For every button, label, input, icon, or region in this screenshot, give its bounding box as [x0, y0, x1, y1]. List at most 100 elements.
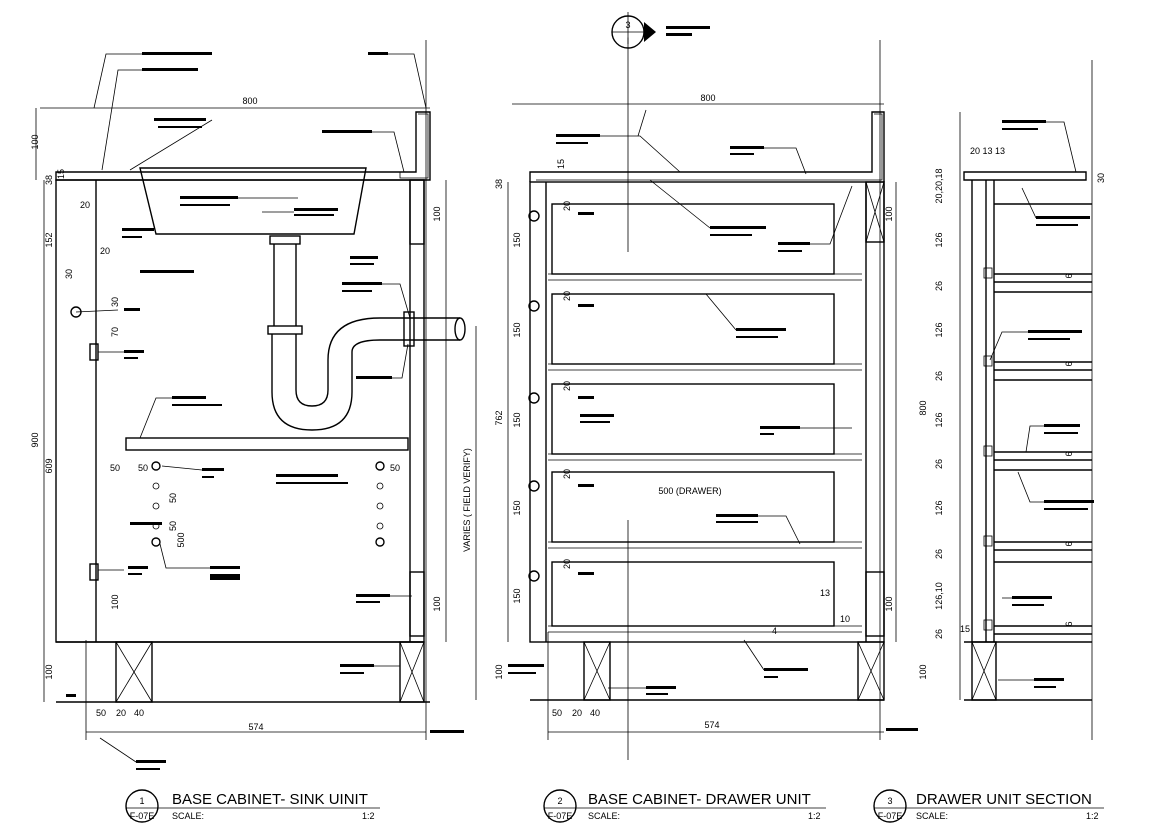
dim-20: 20: [562, 291, 572, 301]
drawer: [551, 471, 835, 543]
dim-15: 15: [556, 159, 566, 169]
dim-6: 6: [1064, 361, 1074, 366]
wall-outlet: [454, 317, 466, 341]
scale-value: 1:2: [808, 811, 821, 821]
countertop: [963, 171, 1087, 181]
kick-block: [971, 641, 997, 701]
dim-drawer-height: 150: [512, 322, 522, 337]
dim-126: 126: [934, 232, 944, 247]
scale-value: 1:2: [1086, 811, 1099, 821]
backsplash: [399, 113, 429, 179]
section-marker-sheet: I: [627, 36, 630, 46]
detail-title: BASE CABINET- DRAWER UNIT: [588, 791, 811, 808]
panel-drawer-section: 800 126 126 126 126 126,10 26 26 26 26 2…: [918, 60, 1106, 740]
dim-countertop: 100: [30, 134, 40, 149]
dim-side-100: 100: [432, 206, 442, 221]
drawer-section-boxes: [983, 203, 1092, 635]
hinge: [89, 563, 99, 581]
section-marker-number: 3: [625, 20, 630, 30]
dim-overall-height: 800: [918, 400, 928, 415]
detail-sheet: F-07E: [878, 811, 903, 821]
dim-50: 50: [96, 708, 106, 718]
dim-26: 26: [934, 281, 944, 291]
shelf: [125, 437, 409, 451]
dim-26: 26: [934, 459, 944, 469]
panel-sink-unit: 800 574 900 609 152 100 100 100 100 38 1…: [30, 40, 477, 770]
scale-label: SCALE:: [588, 811, 620, 821]
drain-pipe: [273, 244, 297, 326]
cabinet-outline: [55, 179, 425, 643]
dim-drawer-height: 150: [512, 500, 522, 515]
scale-label: SCALE:: [172, 811, 204, 821]
dim-20: 20: [562, 201, 572, 211]
countertop: [529, 111, 885, 182]
dim-drawer-height: 150: [512, 588, 522, 603]
dim-50: 50: [552, 708, 562, 718]
dim-top-gap: 152: [44, 232, 54, 247]
dim-50: 50: [390, 463, 400, 473]
dim-top-width: 800: [242, 96, 257, 106]
dim-40: 40: [590, 708, 600, 718]
dim-50: 50: [168, 493, 178, 503]
dim-126: 126: [934, 500, 944, 515]
detail-sheet: F-07E: [548, 811, 573, 821]
cabinet-outline: [529, 181, 885, 643]
dim-26: 26: [934, 629, 944, 639]
drawer: [551, 561, 835, 627]
dim-10: 10: [840, 614, 850, 624]
hinge: [89, 343, 99, 361]
dim-kick: 100: [918, 664, 928, 679]
knob: [528, 570, 540, 582]
dim-4: 4: [772, 626, 777, 636]
section-arrow-icon: [644, 22, 656, 42]
dim-50: 50: [110, 463, 120, 473]
dim-500: 500: [176, 532, 186, 547]
dim-side-100: 100: [432, 596, 442, 611]
dim-bottom-width: 574: [248, 722, 263, 732]
drain-coupling: [269, 235, 301, 245]
knob: [528, 392, 540, 404]
dim-kick: 100: [494, 664, 504, 679]
dim-top-b: 20,20,18: [934, 168, 944, 203]
dim-kick: 100: [44, 664, 54, 679]
dim-15: 15: [56, 169, 66, 179]
dim-20: 20: [562, 469, 572, 479]
dim-70: 70: [110, 327, 120, 337]
detail-bubble: [873, 789, 907, 823]
dim-26: 26: [934, 371, 944, 381]
detail-number: 2: [557, 796, 562, 806]
dim-30: 30: [1096, 173, 1106, 183]
detail-bubble: [543, 789, 577, 823]
dim-38: 38: [494, 179, 504, 189]
drawer: [551, 383, 835, 455]
dim-6: 6: [1064, 273, 1074, 278]
dim-side-100: 100: [884, 596, 894, 611]
dim-overall-height: 762: [494, 410, 504, 425]
dim-inner-height: 609: [44, 458, 54, 473]
leader-note: [666, 33, 692, 36]
dim-overall-height: 900: [30, 432, 40, 447]
title-block-2: 2 F-07E BASE CABINET- DRAWER UNIT SCALE:…: [543, 789, 826, 823]
dim-20: 20: [562, 559, 572, 569]
dim-6: 6: [1064, 451, 1074, 456]
leader-note: [666, 26, 710, 29]
detail-title: DRAWER UNIT SECTION: [916, 791, 1092, 808]
dim-30: 30: [110, 297, 120, 307]
dim-20: 20: [80, 200, 90, 210]
dim-6: 6: [1064, 541, 1074, 546]
p-trap: [271, 317, 460, 431]
dim-6: 6: [1064, 621, 1074, 626]
dim-drawer-width: 500 (DRAWER): [658, 486, 721, 496]
scale-value: 1:2: [362, 811, 375, 821]
knob: [528, 300, 540, 312]
detail-bubble: [125, 789, 159, 823]
dim-20: 20: [116, 708, 126, 718]
detail-number: 3: [887, 796, 892, 806]
dim-drawer-height: 150: [512, 412, 522, 427]
dim-top-width: 800: [700, 93, 715, 103]
dim-20: 20: [562, 381, 572, 391]
dim-drawer-height: 150: [512, 232, 522, 247]
dim-top: 20 13 13: [970, 146, 1005, 156]
dim-varies: VARIES ( FIELD VERIFY): [462, 448, 472, 552]
